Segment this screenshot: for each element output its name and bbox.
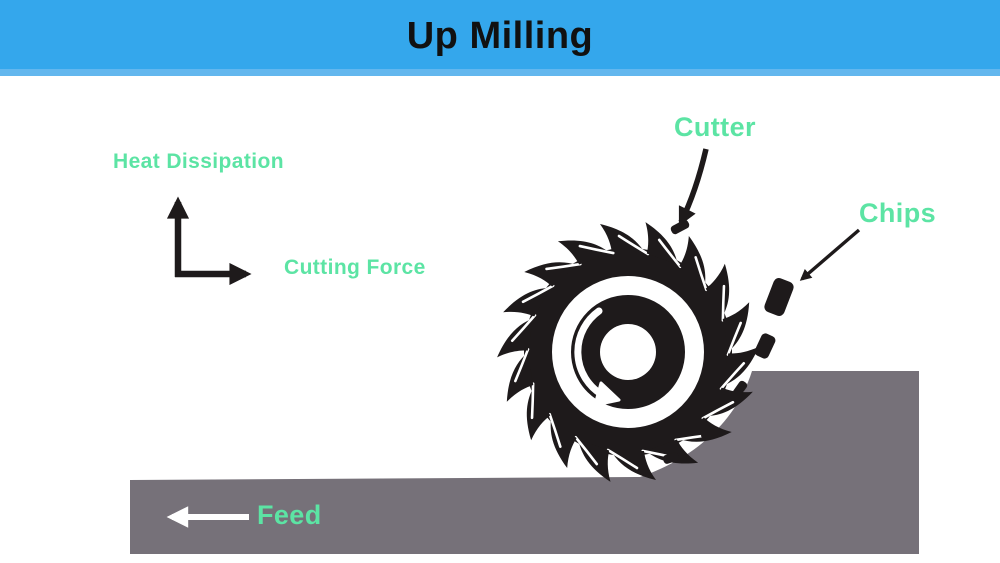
workpiece [130,371,919,554]
blade-tooth [606,448,658,482]
chip-dash [662,452,680,464]
cutter-label: Cutter [674,112,756,142]
blade-tooth [598,222,650,256]
blade-white-ring [552,276,704,428]
heat-dissipation-label: Heat Dissipation [113,150,284,173]
chips-label: Chips [859,198,937,228]
title-bar: Up Milling [0,0,1000,69]
force-axes [166,196,252,286]
chip-medium [754,333,776,359]
title-bar-accent-strip [0,69,1000,76]
cutting-force-label: Cutting Force [284,256,426,279]
chip-large [764,278,794,316]
page-title: Up Milling [406,15,594,57]
chips-pointer-arrow [799,228,861,281]
blade-arbor-hole [600,324,656,380]
chip-dash [701,425,717,441]
rotation-arrow-icon [574,307,621,407]
cutter-blade-icon [495,220,761,484]
feed-label: Feed [257,500,322,530]
chip-dash [732,380,748,398]
cutter-pointer-arrow [678,148,709,227]
